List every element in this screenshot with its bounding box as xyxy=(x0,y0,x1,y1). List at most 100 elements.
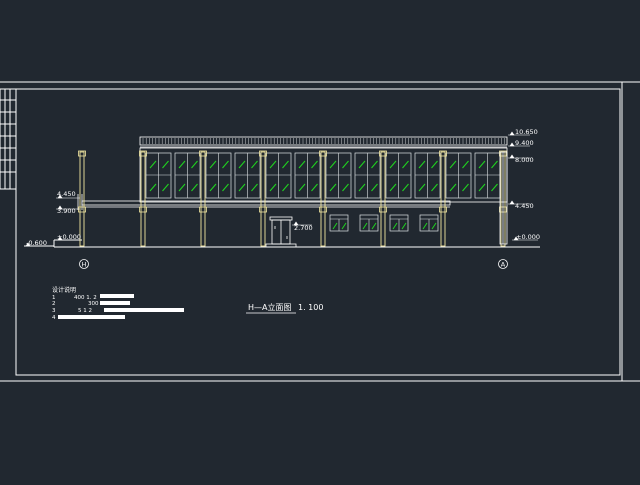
glass-reflection xyxy=(389,160,397,169)
glass-reflection xyxy=(251,160,258,169)
glass-reflection xyxy=(392,222,398,230)
glass-reflection xyxy=(431,222,437,230)
column-capital xyxy=(78,150,86,157)
glass-reflection xyxy=(362,222,368,230)
grid-bubble-left xyxy=(79,259,89,269)
glass-reflection xyxy=(149,183,157,192)
lower-window xyxy=(419,214,439,232)
glass-reflection xyxy=(311,183,318,192)
column-capital xyxy=(199,206,207,213)
lower-window xyxy=(389,214,409,232)
glass-reflection xyxy=(269,160,277,169)
drawing-title: H—A立面图 xyxy=(248,302,292,312)
grid-right-label: A xyxy=(501,261,506,269)
glass-reflection xyxy=(298,183,306,192)
notes-line-4-number: 4 xyxy=(52,315,56,321)
glass-reflection xyxy=(478,183,486,192)
grid-axis-left: H xyxy=(79,259,89,269)
glass-reflection xyxy=(402,183,409,192)
glass-reflection xyxy=(191,183,198,192)
glass-reflection xyxy=(178,160,186,169)
glass-reflection xyxy=(358,183,366,192)
elevation-window-top-label: 8.000 xyxy=(515,156,534,164)
upper-window xyxy=(145,152,172,199)
glass-reflection xyxy=(191,160,198,169)
glass-reflection xyxy=(418,160,426,169)
column xyxy=(199,150,207,247)
right-stair-tower xyxy=(499,151,508,245)
glass-reflection xyxy=(238,183,246,192)
column-shaft xyxy=(260,151,266,247)
grid-axis-right: A xyxy=(498,259,508,269)
elevation-ground-left: ±0.000 xyxy=(56,233,81,241)
glass-reflection xyxy=(449,160,457,169)
upper-windows xyxy=(145,152,501,199)
upper-window xyxy=(385,152,412,199)
column-capital xyxy=(439,206,447,213)
column xyxy=(139,150,147,247)
elevation-door-head: 2.700 xyxy=(292,221,313,232)
glass-reflection xyxy=(341,222,347,230)
glass-reflection xyxy=(329,183,337,192)
title-block-strip xyxy=(0,88,17,190)
notes-line-3-text: 5 1 2 xyxy=(78,308,92,314)
notes-line-1-text: 400 1. 2 xyxy=(74,295,97,301)
glass-reflection xyxy=(269,183,277,192)
lower-windows xyxy=(329,214,439,232)
notes-line-2-text: 300 xyxy=(88,301,99,307)
upper-window xyxy=(205,152,232,199)
upper-window xyxy=(445,152,472,199)
column-capital xyxy=(439,150,447,157)
column-capital xyxy=(259,150,267,157)
column-capital xyxy=(379,150,387,157)
column-capital xyxy=(319,150,327,157)
notes-line-1-number: 1 xyxy=(52,295,56,301)
elevation-sill: 4.450 xyxy=(508,200,534,210)
lower-window xyxy=(359,214,379,232)
glass-reflection xyxy=(238,160,246,169)
column-capital xyxy=(139,150,147,157)
notes-line-4-bar xyxy=(58,315,125,319)
glass-reflection xyxy=(222,183,229,192)
glass-reflection xyxy=(478,160,486,169)
elevation-markers: 10.650 9.400 8.000 4.450 ±0.000 4.450 xyxy=(24,128,540,247)
upper-window xyxy=(174,152,201,199)
drawing-title-block: H—A立面图 1. 100 xyxy=(246,302,323,314)
column-capital xyxy=(78,206,86,213)
elevation-roof-top: 10.650 xyxy=(508,128,538,136)
glass-reflection xyxy=(462,183,469,192)
upper-window xyxy=(265,152,292,199)
elevation-roof-eave-label: 9.400 xyxy=(515,139,534,147)
upper-window xyxy=(354,152,381,199)
column xyxy=(439,150,447,247)
design-notes: 设计说明 1 400 1. 2 2 300 3 5 1 2 4 xyxy=(52,286,184,321)
elevation-canopy-top: 4.450 xyxy=(56,190,80,199)
column xyxy=(379,150,387,247)
roof-parapet xyxy=(139,136,508,148)
column-capital xyxy=(199,150,207,157)
building-elevation xyxy=(24,136,540,248)
elevation-canopy-top-label: 4.450 xyxy=(57,190,76,198)
elevation-ground-left-label: ±0.000 xyxy=(57,233,81,241)
column-capital xyxy=(139,206,147,213)
glass-reflection xyxy=(342,160,349,169)
column-shaft xyxy=(200,151,206,247)
elevation-sill-label: 4.450 xyxy=(515,202,534,210)
column xyxy=(78,150,86,247)
column-shaft xyxy=(440,151,446,247)
column xyxy=(259,150,267,247)
elevation-canopy-bottom: 3.900 xyxy=(56,205,80,215)
glass-reflection xyxy=(209,183,217,192)
grid-left-label: H xyxy=(82,261,87,269)
glass-reflection xyxy=(371,160,378,169)
notes-line-2-bar xyxy=(100,301,130,305)
elevation-ground-right: ±0.000 xyxy=(512,233,540,241)
column-shaft xyxy=(140,151,146,247)
glass-reflection xyxy=(422,222,428,230)
glass-reflection xyxy=(401,222,407,230)
column-capital xyxy=(259,206,267,213)
glass-reflection xyxy=(371,183,378,192)
upper-window xyxy=(294,152,321,199)
